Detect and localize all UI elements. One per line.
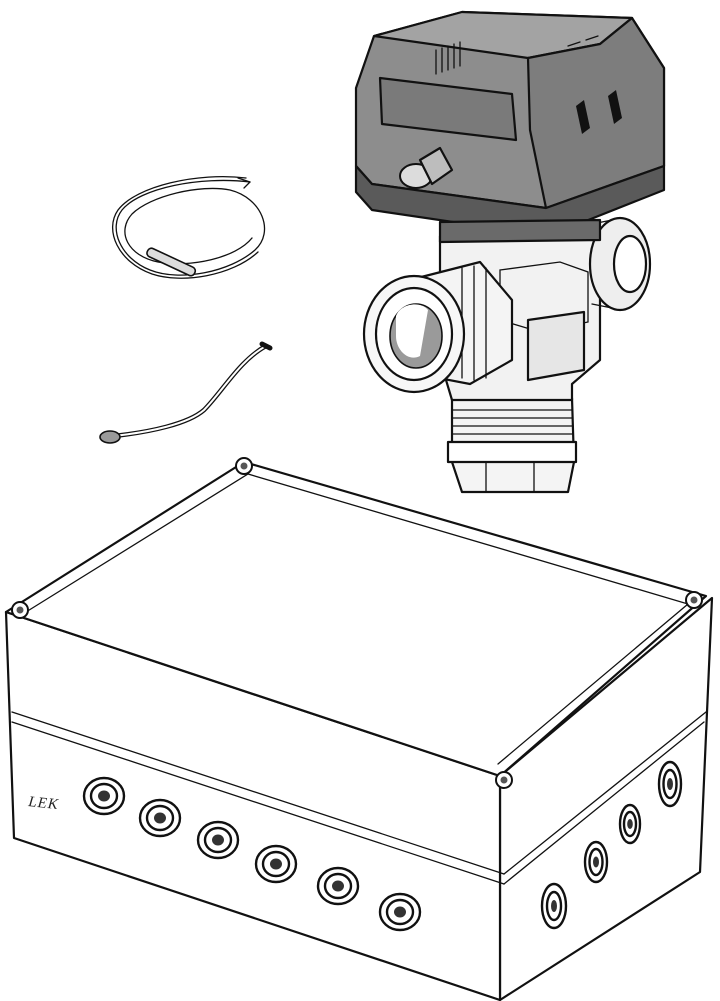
cable-gland-icon: [196, 820, 240, 860]
cable-gland-icon: [618, 803, 642, 845]
cable-gland-icon: [316, 866, 360, 906]
surface-sensor-icon: [99, 341, 273, 444]
brand-label: LEK: [27, 794, 60, 813]
three-way-valve-icon: [362, 216, 652, 494]
cable-gland-icon: [540, 882, 568, 930]
immersion-sensor-icon: [112, 175, 266, 279]
cable-gland-icon: [138, 798, 182, 838]
cable-gland-icon: [583, 840, 609, 884]
valve-actuator-icon: [354, 10, 666, 244]
junction-box-icon: LEK: [4, 457, 714, 1001]
cable-gland-icon: [657, 760, 683, 808]
cable-gland-icon: [378, 892, 422, 932]
cable-gland-icon: [82, 776, 126, 816]
cable-gland-icon: [254, 844, 298, 884]
